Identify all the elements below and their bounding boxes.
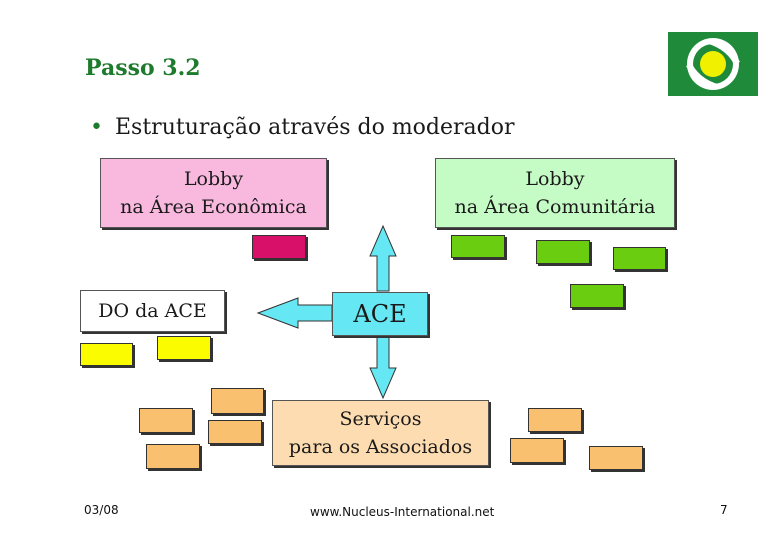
footer-date: 03/08 (84, 503, 119, 517)
arrow-down-icon (369, 333, 397, 400)
nucleus-logo-icon (668, 32, 758, 96)
green-block (613, 247, 666, 270)
slide-title: Passo 3.2 (85, 55, 201, 81)
footer-page-number: 7 (720, 503, 728, 517)
orange-block (510, 438, 564, 463)
bullet-dot-icon: • (90, 115, 103, 140)
bullet-text: Estruturação através do moderador (114, 115, 515, 140)
orange-block (589, 446, 643, 470)
arrow-left-icon (256, 297, 333, 329)
green-block (536, 240, 590, 264)
footer-url: www.Nucleus-International.net (310, 505, 495, 519)
orange-block (146, 444, 200, 469)
yellow-block (157, 336, 211, 360)
green-block (451, 235, 505, 258)
green-block (570, 284, 624, 308)
arrow-up-down-top-icon (369, 224, 397, 292)
lobby-comunitaria-box: Lobby na Área Comunitária (435, 158, 675, 228)
lobby-economica-box: Lobby na Área Econômica (100, 158, 327, 228)
orange-block (211, 388, 264, 414)
magenta-block (252, 235, 306, 259)
orange-block (528, 408, 582, 432)
servicos-box: Serviços para os Associados (272, 400, 489, 466)
orange-block (139, 408, 193, 433)
ace-box: ACE (332, 292, 428, 336)
do-da-ace-box: DO da ACE (80, 290, 225, 332)
yellow-block (80, 343, 133, 366)
orange-block (208, 420, 262, 444)
bullet-item: • Estruturação através do moderador (90, 115, 515, 140)
